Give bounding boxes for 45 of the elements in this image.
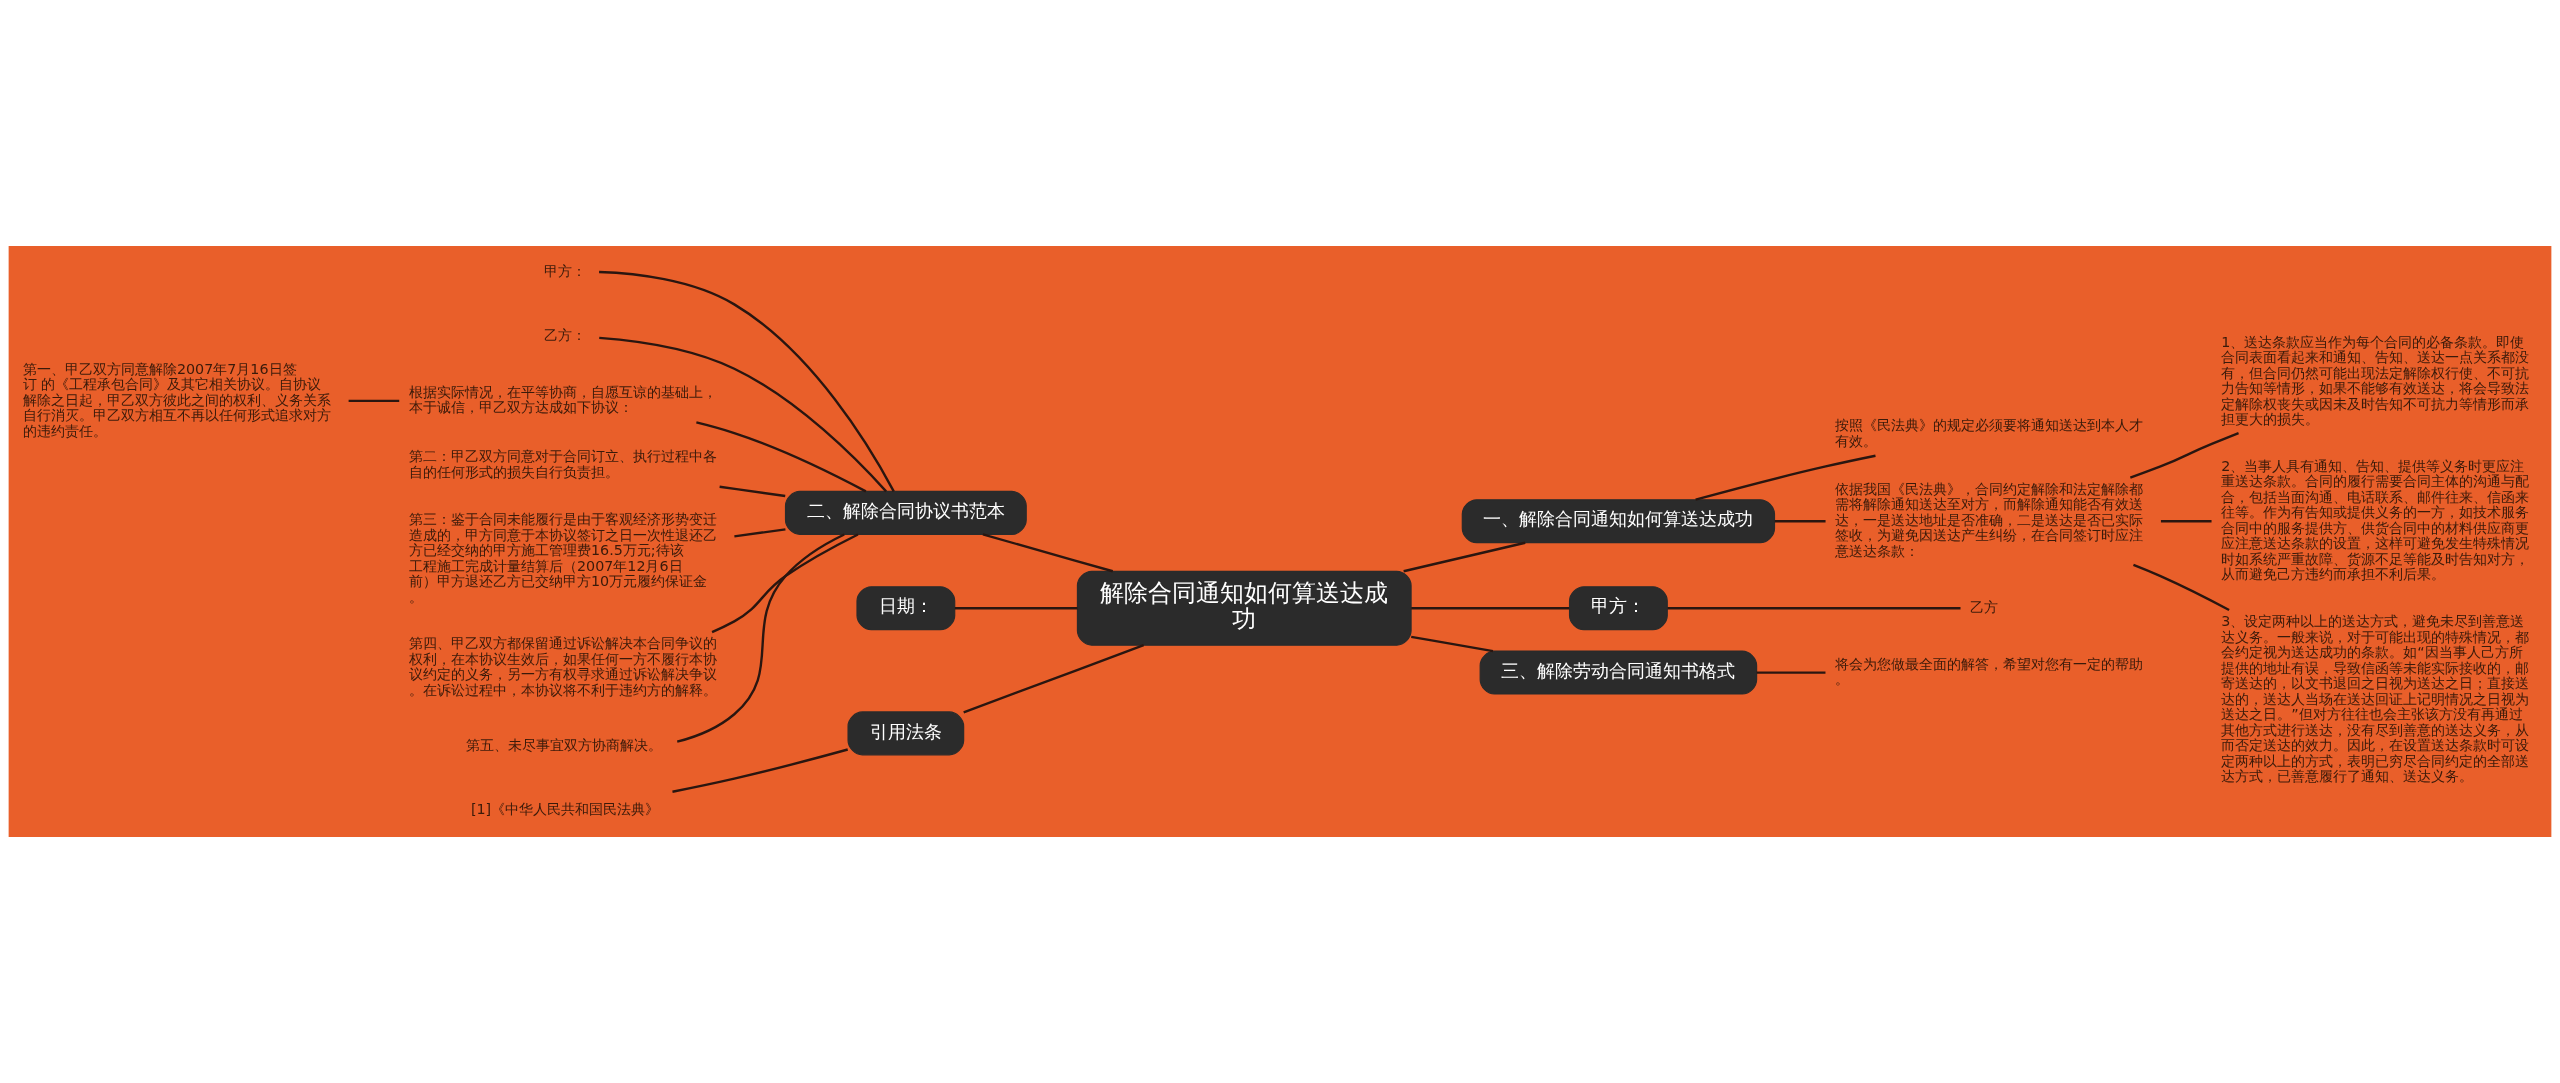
connector	[711, 533, 859, 634]
connector	[2129, 432, 2239, 479]
connector	[963, 644, 1145, 714]
connector	[1411, 607, 1570, 610]
connector	[1403, 541, 1526, 573]
node-text: 3、设定两种以上的送达方式，避免未尽到善意送达义务。一般来说，对于可能出现的特殊情况，都会约定视为送达成功的条款。如“因当事人己方所提供的地址有误，导致信函等未能实际接收的，邮寄送达的，以文书退回之日视为送达之日；直接送达的，送达人当场在送达回证上记明情况之日视为送达之日。”但对方往往也会主张该方没有再通过其他方式进行送达，没有尽到善意的送达义务，从而否定送达的效力。因此，在设置送达条款时可设定两种以上的方式，表明已穷尽合同约定的全部送达方式，已善意履行了通知、送达义务。	[2221, 613, 2530, 785]
node-box: 甲方：	[1568, 586, 1668, 631]
connector	[676, 533, 845, 743]
connector	[348, 399, 400, 403]
connector	[696, 421, 867, 493]
connector	[734, 528, 786, 538]
node-text: 甲方：	[544, 262, 587, 279]
node-box: 日期：	[856, 586, 956, 631]
node-text: 第二：甲乙双方同意对于合同订立、执行过程中各自的任何形式的损失自行负责担。	[408, 448, 717, 480]
connector	[1695, 454, 1876, 501]
node-text: 乙方：	[544, 327, 587, 344]
node-text: 依据我国《民法典》，合同约定解除和法定解除都需将解除通知送达至对方，而解除通知能否有效送达，一是送达地址是否准确，二是送达是否已实际签收，为避免因送达产生纠纷，在合同签订时应注意送达条款：	[1835, 480, 2144, 559]
node-box: 二、解除合同协议书范本	[784, 490, 1027, 535]
node-text: 第四、甲乙双方都保留通过诉讼解决本合同争议的权利，在本协议生效后，如果任何一方不履行本协议约定的义务，另一方有权寻求通过诉讼解决争议。在诉讼过程中，本协议将不利于违约方的解释。	[408, 635, 717, 698]
connector	[1411, 635, 1494, 653]
node-box: 解除合同通知如何算送达成功	[1076, 570, 1412, 646]
node-box: 一、解除合同通知如何算送达成功	[1461, 499, 1776, 544]
node-text: 2、当事人具有通知、告知、提供等义务时更应注重送达条款。合同的履行需要合同主体的沟通与配合，包括当面沟通、电话联系、邮件往来、信函来往等。作为有告知或提供义务的一方，如技术服务合同中的服务提供方、供货合同中的材料供应商更应注意送达条款的设置，这样可避免发生特殊情况时如系统严重故障、货源不足等能及时告知对方，从而避免己方违约而承担不利后果。	[2221, 457, 2530, 583]
connector	[2133, 563, 2230, 612]
node-text: [1]《中华人民共和国民法典》	[470, 801, 660, 818]
node-text: 按照《民法典》的规定必须要将通知送达到本人才有效。	[1835, 417, 2144, 449]
connector	[2160, 520, 2212, 523]
connector	[672, 748, 849, 793]
connector	[954, 607, 1078, 610]
connector	[1774, 520, 1826, 523]
node-text: 根据实际情况，在平等协商，自愿互谅的基础上，本于诚信，甲乙双方达成如下协议：	[408, 383, 717, 416]
node-text: 第一、甲乙双方同意解除2007年7月16日签订 的《工程承包合同》及其它相关协议。自协议解除之日起，甲乙双方彼此之间的权利、义务关系自行消灭。甲乙双方相互不再以任何形式追求对方的违约责任。	[22, 360, 331, 439]
node-text: 将会为您做最全面的解答，希望对您有一定的帮助。	[1835, 655, 2144, 688]
connector	[1756, 671, 1826, 674]
node-text: 1、送达条款应当作为每个合同的必备条款。即使合同表面看起来和通知、告知、送达一点关系都没有，但合同仍然可能出现法定解除权行使、不可抗力告知等情形，如果不能够有效送达，将会导致法定解除权丧失或因未及时告知不可抗力等情形而承担更大的损失。	[2221, 333, 2530, 428]
node-text: 第五、未尽事宜双方协商解决。	[466, 737, 663, 754]
connector	[1667, 607, 1961, 610]
node-text: 乙方	[1970, 598, 1999, 615]
connector	[599, 336, 887, 493]
node-box: 三、解除劳动合同通知书格式	[1479, 650, 1758, 695]
node-box: 引用法条	[847, 711, 965, 756]
connector	[599, 270, 895, 492]
node-text: 第三：鉴于合同未能履行是由于客观经济形势变迁造成的，甲方同意于本协议签订之日一次性退还乙方已经交纳的甲方施工管理费16.5万元;待该工程施工完成计量结算后（2007年12月6日前）甲方退还乙方已交纳甲方10万元履约保证金。	[408, 511, 717, 605]
connector	[719, 485, 786, 498]
connector	[982, 533, 1114, 573]
